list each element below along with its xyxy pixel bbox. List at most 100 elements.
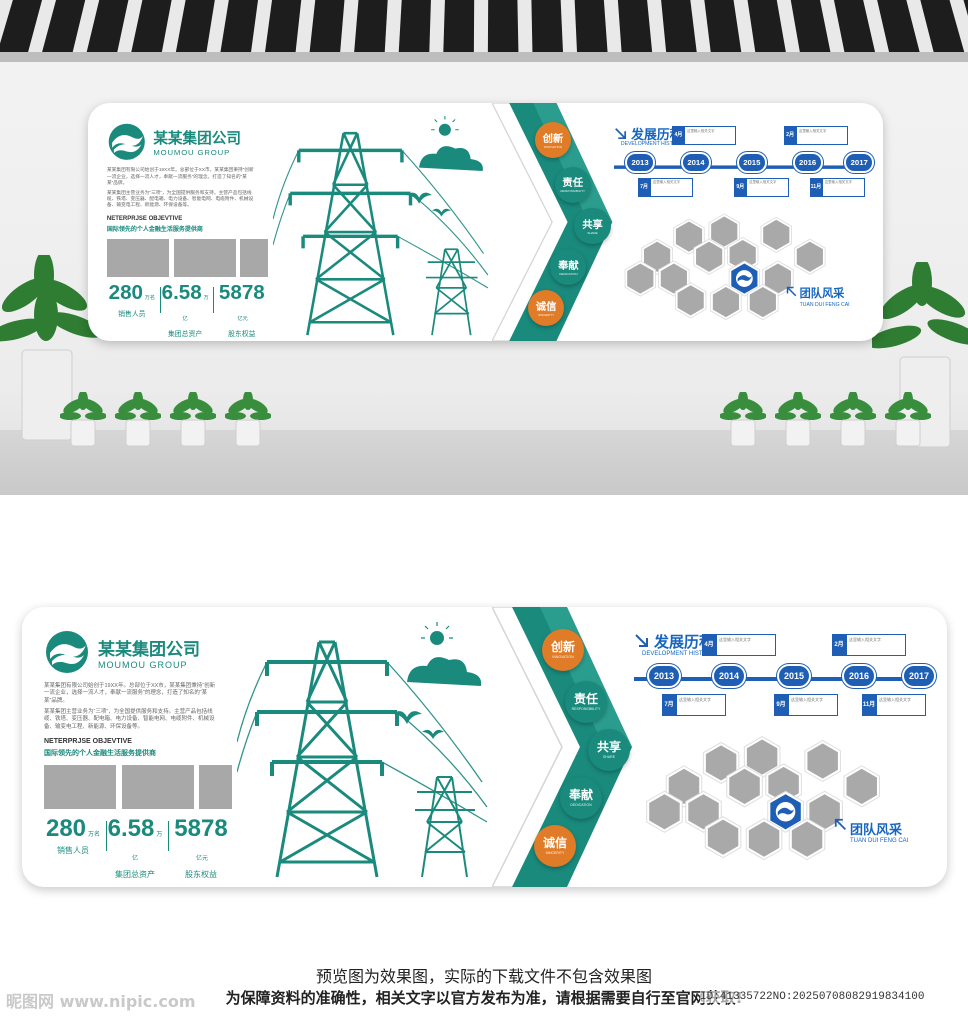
stat-divider [160,286,162,313]
value-label: 创新 [550,640,575,654]
stat-value: 5878亿元 [172,817,230,865]
value-label-en: DEDICATION [559,271,578,276]
stat-number: 5878 [174,815,228,842]
arrow-icon [834,817,848,831]
month-badge: 11月 [809,177,822,197]
photo-placeholder [44,765,116,809]
company-intro-1: 某某集团有限公司始创于19XX年。总部位于XX市，某某集团秉持“创新一流企业，选… [44,683,216,704]
value-label: 奉献 [568,788,593,802]
small-plant-icon [224,390,272,452]
value-label-en: SINCERITY [538,313,555,318]
ceiling-slat [603,0,623,60]
history-note: 这里输入相关文字 [821,177,865,197]
ceiling-slat [205,0,229,60]
stat-label: 集团总资产 [167,331,203,339]
power-tower-illustration-icon [272,115,496,341]
company-intro-1: 某某集团有限公司始创于19XX年。总部位于XX市，某某集团秉持“创新一流企业，选… [106,168,254,187]
year-node: 2016 [842,664,876,688]
history-note: 这里输入相关文字 [684,126,737,146]
stat-label: 销售人员 [57,846,89,855]
stat-number: 280 [108,281,144,305]
history-subtitle: DEVELOPMENT HISTORY [620,140,684,147]
ceiling-slat [160,0,186,60]
ceiling-slat [863,0,891,60]
year-node: 2017 [844,151,875,174]
year-node: 2016 [792,151,823,174]
arrow-icon [786,283,798,297]
stat-divider [106,821,107,851]
ceiling-slat [249,0,273,60]
ceiling-slat [819,0,847,60]
company-name-en: MOUMOU GROUP [153,147,231,157]
caption-line-1: 预览图为效果图，实际的下载文件不包含效果图 [315,967,652,986]
power-tower-illustration-icon [236,622,497,884]
month-badge: 7月 [638,177,651,197]
stat-unit: 万名 [144,295,156,302]
year-node: 2014 [712,664,746,688]
company-name: 某某集团公司 [98,639,200,660]
photo-placeholder [173,238,236,277]
value-label-en: RESPONSIBILITY [560,189,586,194]
value-label: 诚信 [542,836,567,850]
ceiling-slat [384,0,402,60]
value-label: 责任 [562,177,584,190]
company-intro-2: 某某集团主营业务为“三项”，为全国提供服务和支持。主营产品包括线缆、铁塔、变压器… [106,190,254,209]
small-plant-icon [719,390,767,452]
photo-placeholder [122,765,194,809]
photo-placeholder [240,238,269,277]
month-badge: 4月 [702,634,716,656]
caption-line-2: 为保障资料的准确性，相关文字以官方发布为准，请根据需要自行至官网获取! [225,989,743,1007]
ceiling-slat [690,0,712,60]
history-note: 这里输入相关文字 [676,694,726,716]
ceiling-slat [776,0,802,60]
value-label-en: INNOVATION [552,655,574,659]
stat-number: 5878 [218,281,265,305]
image-id: ID:41335722NO:20250708082919834100 [700,991,925,1003]
history-note: 这里输入相关文字 [796,126,848,146]
year-node: 2013 [647,664,681,688]
ceiling-slat [429,0,445,60]
value-label: 共享 [596,740,621,754]
team-photo-honeycomb [642,732,892,872]
year-node: 2017 [902,664,936,688]
ceiling-slat [733,0,757,60]
ceiling-band [0,52,968,62]
year-node: 2015 [736,151,767,174]
month-badge: 2月 [784,126,797,146]
value-label-en: RESPONSIBILITY [571,707,601,711]
history-subtitle: DEVELOPMENT HISTORY [642,651,716,657]
month-badge: 11月 [862,694,876,716]
team-photo-honeycomb [621,210,836,330]
ceiling-slat [115,0,143,60]
month-badge: 7月 [662,694,676,716]
value-label: 责任 [573,692,598,706]
ceiling-slat [517,0,533,60]
objective-subtitle: 国际领先的个人金融生活服务提供商 [106,226,203,234]
arrow-icon [634,633,650,649]
small-plant-icon [59,390,107,452]
photo-placeholder [199,765,232,809]
company-name-en: MOUMOU GROUP [98,659,188,670]
stat-label: 股东权益 [228,331,256,339]
stat-3: 5878亿元股东权益 [172,817,230,880]
ceiling-slat [473,0,489,60]
objective-title: NETERPRJSE OBJEVTIVE [106,215,183,222]
stat-unit: 万名 [88,832,101,838]
